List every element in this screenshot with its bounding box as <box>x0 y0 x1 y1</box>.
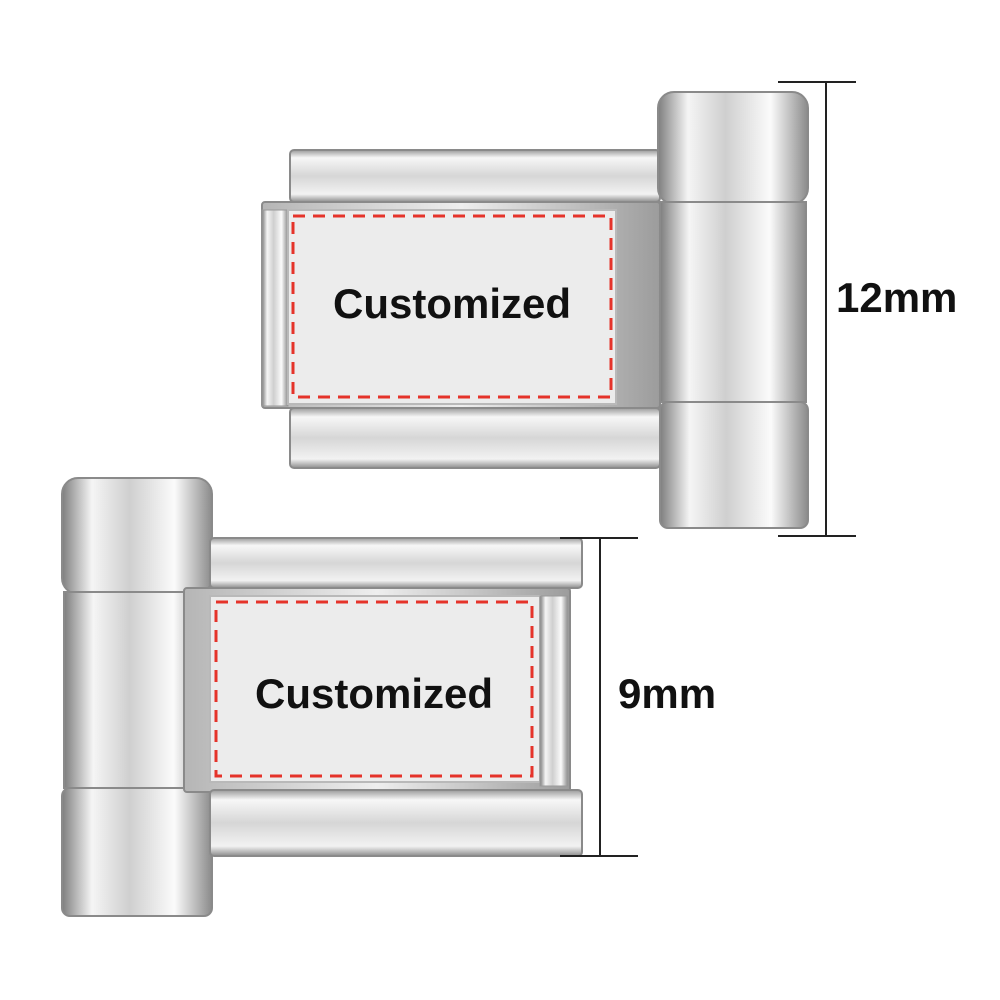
frame-top-rail <box>289 149 661 203</box>
charm-12mm: Customized 12mm <box>261 81 957 537</box>
dimension-line-12mm <box>778 81 856 537</box>
hinge-knuckle-top <box>61 477 213 595</box>
plate-text: Customized <box>333 280 571 327</box>
size-label-12mm: 12mm <box>836 274 957 321</box>
frame-right-edge <box>539 595 569 787</box>
customization-area-border <box>291 214 613 399</box>
frame-bottom-rail <box>289 407 661 469</box>
plate-text: Customized <box>255 670 493 717</box>
hinge-knuckle-bottom <box>61 787 213 917</box>
charm-9mm: Customized 9mm <box>61 477 716 917</box>
face-plate <box>287 209 617 405</box>
size-label-9mm: 9mm <box>618 670 716 717</box>
hinge-knuckle-top <box>657 91 809 205</box>
dimension-line-9mm <box>560 537 638 857</box>
customization-area-border <box>214 600 534 778</box>
frame-top-rail <box>209 537 583 589</box>
frame-bottom-rail <box>209 789 583 857</box>
frame-left-edge <box>261 209 289 407</box>
hinge-knuckle-middle <box>659 201 807 403</box>
hinge-knuckle-bottom <box>659 401 809 529</box>
